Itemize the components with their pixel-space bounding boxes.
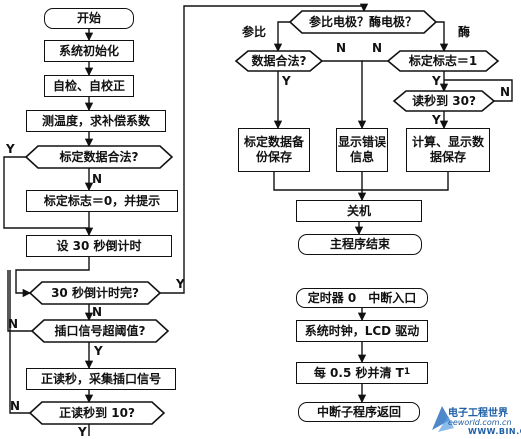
enzyme-branch-label: 酶	[458, 25, 471, 39]
set-flag-zero-label: 标定标志＝0，并提示	[43, 193, 161, 208]
read-to-30-label: 读秒到 30?	[412, 93, 476, 108]
countdown-done-label: 30 秒倒计时完?	[51, 285, 139, 300]
plug-signal-decision: 插口信号超阈值?	[32, 320, 168, 342]
cal-data-n-label: N	[92, 172, 103, 186]
ref-data-y-label: Y	[282, 74, 291, 88]
plug-signal-n-label: N	[8, 317, 19, 331]
edge-electrode-ref	[273, 21, 290, 53]
power-off-step: 关机	[296, 200, 422, 222]
cal-flag-n-label: N	[372, 41, 383, 55]
compute-save-step: 计算、显示数据保存	[406, 128, 490, 172]
read-to-30-y-label: Y	[432, 113, 441, 127]
backup-cal-label: 标定数据备份保存	[244, 135, 305, 164]
measure-temp-label: 测温度，求补偿系数	[41, 113, 150, 128]
plug-signal-y-label: Y	[94, 344, 103, 358]
clock-lcd-label: 系统时钟，LCD 驱动	[304, 323, 420, 338]
edge-plug-n	[7, 270, 32, 332]
countdown-done-shape	[28, 281, 162, 305]
cal-flag-y-label: Y	[432, 74, 441, 88]
countdown-y-label: Y	[176, 277, 185, 291]
main-end-label: 主程序结束	[329, 237, 390, 251]
read-to-30-n-label: N	[500, 85, 511, 99]
edge-refdata-n	[322, 60, 367, 130]
read-to-10-y-label: Y	[78, 425, 87, 439]
ref-data-valid-decision: 数据合法?	[236, 51, 322, 71]
ref-data-valid-shape	[234, 50, 324, 72]
clear-t1-subscript: 1	[403, 367, 411, 378]
timer-entry-label: 定时器 0 中断入口	[307, 290, 417, 305]
start-terminal: 开始	[44, 8, 134, 29]
countdown-label: 设 30 秒倒计时	[56, 238, 142, 253]
show-error-label: 显示错误信息	[338, 135, 387, 164]
start-label: 开始	[76, 11, 101, 25]
cal-flag-one-shape	[386, 50, 500, 72]
main-end-terminal: 主程序结束	[298, 234, 422, 255]
edge-read10-n	[9, 270, 30, 414]
electrode-type-decision: 参比电极？酶电极？	[290, 11, 436, 33]
clock-lcd-step: 系统时钟，LCD 驱动	[296, 320, 428, 342]
self-check-step: 自检、自校正	[44, 75, 134, 97]
clear-t1-label: 每 0.5 秒并清 T	[313, 365, 404, 380]
set-flag-zero-step: 标定标志＝0，并提示	[26, 190, 178, 212]
edge-to-electrode	[160, 3, 369, 294]
countdown-n-label: N	[92, 305, 103, 319]
edge-countdown-loop	[15, 257, 90, 298]
electrode-type-shape	[288, 10, 438, 34]
power-off-label: 关机	[346, 203, 371, 218]
edge-merge	[273, 172, 449, 191]
read-sample-label: 正读秒，采集插口信号	[40, 371, 161, 386]
check-cal-data-decision: 标定数据合法?	[26, 146, 172, 168]
read-to-30-shape	[392, 90, 496, 112]
cal-data-y-label: Y	[6, 142, 15, 156]
compute-save-label: 计算、显示数据保存	[411, 135, 484, 164]
read-to-10-n-label: N	[10, 399, 21, 413]
cal-flag-one-decision: 标定标志＝1	[388, 51, 498, 71]
plug-signal-shape	[30, 319, 170, 343]
ref-branch-label: 参比	[242, 25, 267, 39]
edge-read30-n	[444, 79, 513, 102]
check-cal-data-label: 标定数据合法?	[59, 149, 139, 164]
plug-signal-label: 插口信号超阈值?	[54, 323, 146, 338]
show-error-step: 显示错误信息	[336, 128, 388, 172]
timer-entry-terminal: 定时器 0 中断入口	[296, 288, 428, 308]
edge-electrode-enzyme	[436, 21, 449, 53]
isr-return-terminal: 中断子程序返回	[298, 402, 420, 422]
init-label: 系统初始化	[58, 43, 119, 58]
ref-data-valid-label: 数据合法?	[251, 53, 307, 68]
read-sample-step: 正读秒，采集插口信号	[26, 368, 176, 390]
check-cal-data-shape	[24, 145, 174, 169]
watermark-site: WWW.BIN.COM	[468, 427, 521, 436]
countdown-step: 设 30 秒倒计时	[26, 235, 172, 257]
cal-flag-one-label: 标定标志＝1	[408, 53, 478, 68]
read-to-10-decision: 正读秒到 10?	[30, 402, 164, 424]
isr-return-label: 中断子程序返回	[316, 404, 401, 419]
watermark-logo-icon	[432, 406, 454, 432]
edge-cal-y	[3, 156, 89, 229]
read-to-10-label: 正读秒到 10?	[59, 405, 135, 420]
self-check-label: 自检、自校正	[52, 78, 125, 93]
read-to-30-decision: 读秒到 30?	[394, 91, 494, 111]
watermark-text: 电子工程世界	[448, 408, 508, 419]
init-step: 系统初始化	[44, 40, 134, 62]
ref-data-n-label: N	[336, 41, 347, 55]
electrode-type-label: 参比电极？酶电极？	[308, 14, 417, 29]
read-to-10-shape	[28, 401, 166, 425]
backup-cal-step: 标定数据备份保存	[238, 128, 310, 172]
countdown-done-decision: 30 秒倒计时完?	[30, 282, 160, 304]
measure-temp-step: 测温度，求补偿系数	[26, 110, 166, 132]
watermark-sub: eeworld.com.cn	[448, 418, 512, 427]
